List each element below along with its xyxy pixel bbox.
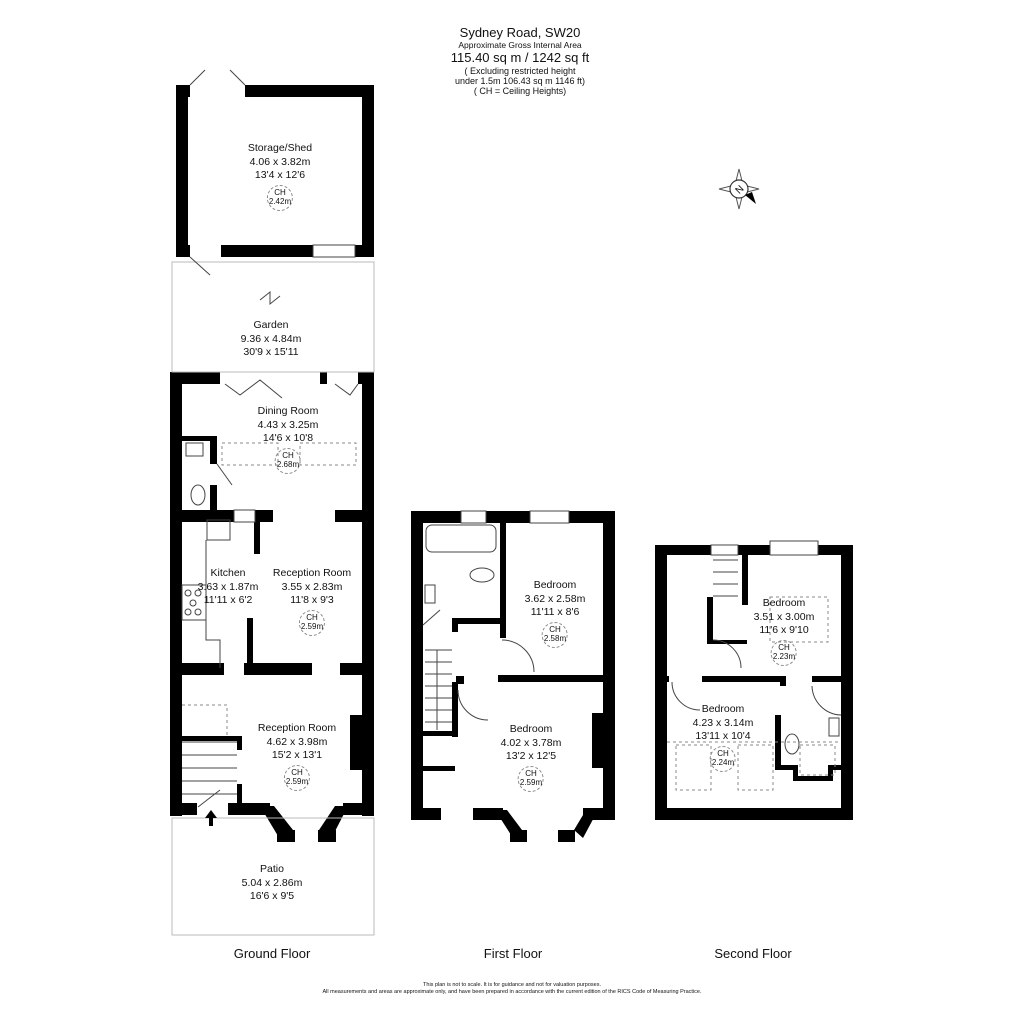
excluding-line-2: under 1.5m 106.43 sq m 1146 ft) [455,75,585,86]
room-imperial: 14'6 x 10'8 [262,432,314,445]
total-area: 115.40 sq m / 1242 sq ft [450,49,590,65]
room-patio: Patio 5.04 x 2.86m 16'6 x 9'5 [242,863,303,904]
room-imperial: 13'4 x 12'6 [254,169,306,182]
room-metric: 3.55 x 2.83m [281,580,343,593]
plan-header: Sydney Road, SW20 Approximate Gross Inte… [420,25,620,97]
room-imperial: 15'2 x 13'1 [271,749,323,762]
room-name: Reception Room [272,567,352,579]
room-metric: 4.43 x 3.25m [257,418,319,431]
property-title: Sydney Road, SW20 [459,25,581,40]
room-name: Bedroom [533,579,577,591]
floor-label-second: Second Floor [714,946,792,961]
room-name: Bedroom [509,723,553,735]
room-name: Patio [260,863,284,875]
disclaimer: This plan is not to scale. It is for gui… [0,982,1024,997]
area-subtitle: Approximate Gross Internal Area [458,39,582,50]
floor-label-first: First Floor [483,946,543,961]
room-imperial: 11'11 x 6'2 [203,594,253,607]
ch-note: ( CH = Ceiling Heights) [473,86,567,97]
room-metric: 3.62 x 2.58m [524,592,586,605]
room-garden: Garden 9.36 x 4.84m 30'9 x 15'11 [241,319,302,360]
room-kitchen: Kitchen 3.63 x 1.87m 11'11 x 6'2 [198,567,259,608]
room-imperial: 13'11 x 10'4 [695,730,751,743]
room-imperial: 11'8 x 9'3 [290,594,334,607]
room-metric: 3.51 x 3.00m [753,610,815,623]
patio-outline [171,817,375,936]
room-imperial: 11'11 x 8'6 [530,606,580,619]
room-name: Dining Room [257,405,319,417]
room-metric: 3.63 x 1.87m [197,580,259,593]
floor-label-ground: Ground Floor [233,946,311,961]
room-reception-room-rear: Reception Room 3.55 x 2.83m 11'8 x 9'3 C… [273,567,351,636]
room-name: Bedroom [701,703,745,715]
disclaimer-line-2: All measurements and areas are approxima… [322,989,702,996]
excluding-line-1: ( Excluding restricted height [464,65,576,76]
room-metric: 9.36 x 4.84m [240,332,302,345]
room-name: Bedroom [762,597,806,609]
north-compass-icon: N [718,168,760,215]
entrance-arrow-icon [205,810,217,826]
room-reception-room-front: Reception Room 4.62 x 3.98m 15'2 x 13'1 … [258,722,336,791]
room-metric: 4.23 x 3.14m [692,716,754,729]
shed-wall-left [176,85,188,257]
room-imperial: 13'2 x 12'5 [505,750,557,763]
room-metric: 4.06 x 3.82m [249,155,311,168]
room-name: Storage/Shed [247,142,313,154]
disclaimer-line-1: This plan is not to scale. It is for gui… [423,982,601,988]
room-metric: 5.04 x 2.86m [241,876,303,889]
garden-outline [171,261,375,373]
room-metric: 4.02 x 3.78m [500,736,562,749]
room-imperial: 16'6 x 9'5 [249,890,295,903]
room-imperial: 30'9 x 15'11 [243,346,299,359]
room-imperial: 11'6 x 9'10 [759,624,809,637]
room-name: Kitchen [210,567,246,579]
room-name: Reception Room [257,722,337,734]
room-name: Garden [253,319,289,331]
room-storage-shed: Storage/Shed 4.06 x 3.82m 13'4 x 12'6 CH… [248,142,312,211]
room-metric: 4.62 x 3.98m [266,735,328,748]
